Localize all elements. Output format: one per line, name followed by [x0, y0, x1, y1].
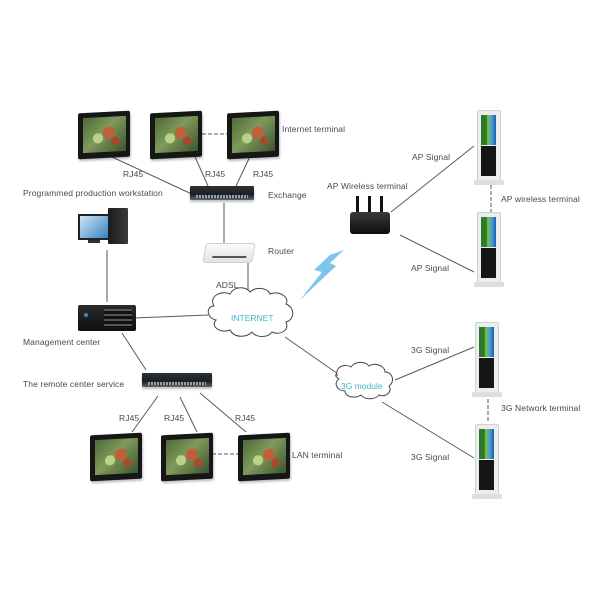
label-rj45-bottom-1: RJ45 [119, 413, 140, 423]
edge-ap-kiosk1 [390, 145, 475, 213]
edge-server-remoteswitch [121, 332, 147, 371]
label-ap-signal-1: AP Signal [412, 152, 451, 162]
label-3g-network-terminal: 3G Network terminal [501, 403, 581, 413]
label-rj45-top-2: RJ45 [205, 169, 226, 179]
label-router: Router [268, 246, 295, 256]
label-3g-signal-2: 3G Signal [411, 452, 450, 462]
edge-remoteswitch-lan3 [199, 392, 247, 433]
3g-kiosk-1-icon [472, 322, 502, 400]
edge-remoteswitch-lan2 [179, 396, 198, 433]
edge-internet-3gmodule [284, 336, 339, 375]
label-ap-signal-2: AP Signal [411, 263, 450, 273]
label-exchange: Exchange [268, 190, 307, 200]
edge-terminal1-exchange [111, 156, 197, 197]
wireless-lightning-icon [300, 250, 344, 300]
label-3g-signal-1: 3G Signal [411, 345, 450, 355]
label-ap-wireless-terminal: AP wireless terminal [501, 194, 580, 204]
lan-terminal-1-tablet-icon [90, 432, 142, 482]
label-rj45-bottom-2: RJ45 [164, 413, 185, 423]
edge-ap-kiosk2 [399, 234, 475, 273]
workstation-pc-icon [78, 208, 136, 250]
3g-kiosk-2-icon [472, 424, 502, 502]
lan-terminal-2-tablet-icon [161, 432, 213, 482]
internet-cloud-icon [207, 287, 294, 337]
label-internet-terminal: Internet terminal [282, 124, 346, 134]
label-programmed-workstation: Programmed production workstation [23, 188, 163, 198]
edge-remoteswitch-lan1 [131, 395, 159, 433]
remote-center-switch-icon [142, 373, 212, 387]
label-adsl: ADSL [216, 280, 239, 290]
internet-terminal-2-tablet-icon [150, 110, 202, 160]
label-ap-wireless-terminal-router: AP Wireless terminal [327, 181, 408, 191]
internet-terminal-3-tablet-icon [227, 110, 279, 160]
label-rj45-top-3: RJ45 [253, 169, 274, 179]
edge-3g-kiosk1 [394, 346, 475, 381]
label-rj45-top-1: RJ45 [123, 169, 144, 179]
internet-terminal-1-tablet-icon [78, 110, 130, 160]
management-server-icon [78, 305, 136, 331]
ap-kiosk-2-icon [474, 212, 504, 290]
label-lan-terminal: LAN terminal [292, 450, 343, 460]
label-rj45-bottom-3: RJ45 [235, 413, 256, 423]
exchange-switch-icon [190, 186, 254, 200]
label-management-center: Management center [23, 337, 101, 347]
lan-terminal-3-tablet-icon [238, 432, 290, 482]
edge-server-internet [133, 314, 209, 319]
3g-module-cloud-icon [335, 361, 393, 400]
label-remote-center-service: The remote center service [23, 379, 125, 389]
edge-3g-kiosk2 [381, 401, 475, 459]
ap-kiosk-1-icon [474, 110, 504, 188]
ap-wireless-router-icon [350, 196, 390, 236]
label-3g-module: 3G module [341, 381, 383, 391]
router-icon [202, 243, 256, 263]
label-internet: INTERNET [231, 313, 274, 323]
